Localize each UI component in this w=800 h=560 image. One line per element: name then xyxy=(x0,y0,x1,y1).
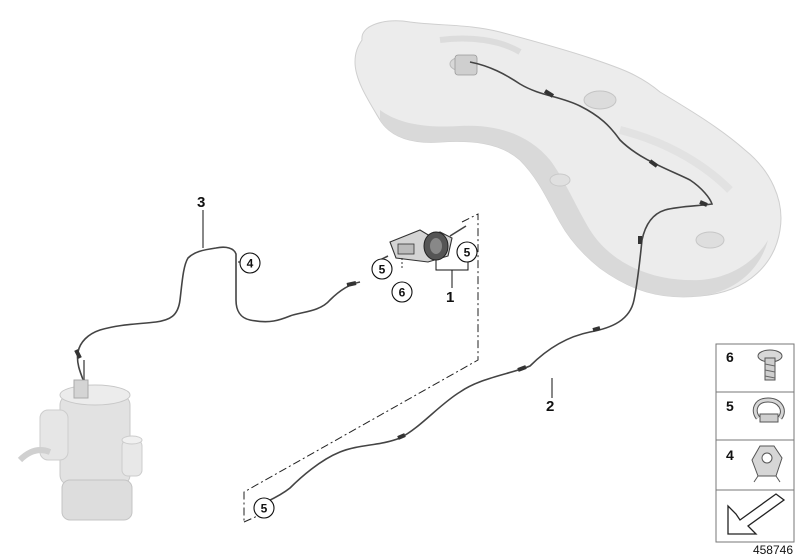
reference-lines xyxy=(243,213,479,523)
legend-number-4: 4 xyxy=(726,447,734,463)
direction-arrow-icon xyxy=(727,493,786,535)
circled-callout-4: 4 xyxy=(239,252,261,274)
pipe-clip-icon xyxy=(751,445,783,483)
fuel-tank-illustration xyxy=(354,20,782,298)
callout-part-3: 3 xyxy=(197,194,205,211)
circled-callout-4-label: 4 xyxy=(247,257,254,271)
parts-legend: 6 5 4 xyxy=(715,343,795,543)
circled-callout-5-lower-label: 5 xyxy=(261,502,268,516)
legend-row-4: 4 xyxy=(726,445,783,483)
fuel-line-2 xyxy=(261,61,714,505)
fuel-line-3-connectors xyxy=(74,281,357,359)
auxiliary-heater-illustration xyxy=(17,360,143,521)
circled-callout-5-bracket: 5 xyxy=(456,241,478,263)
legend-row-5: 5 xyxy=(726,397,785,423)
circled-callout-5-pipe-label: 5 xyxy=(379,263,386,277)
diagram-reference-number: 458746 xyxy=(753,543,793,557)
fuel-line-2-connectors xyxy=(397,89,708,440)
fuel-line-3 xyxy=(76,246,361,383)
leader-lines xyxy=(202,210,553,398)
legend-number-5: 5 xyxy=(726,398,734,414)
legend-number-6: 6 xyxy=(726,349,734,365)
callout-part-2: 2 xyxy=(546,398,554,415)
legend-row-6: 6 xyxy=(726,349,783,381)
circled-callout-5-pipe: 5 xyxy=(371,258,393,280)
circled-callout-6-label: 6 xyxy=(399,286,406,300)
hose-clamp-icon xyxy=(752,397,785,423)
callout-part-1: 1 xyxy=(446,289,454,306)
screw-icon xyxy=(757,349,783,381)
circled-callout-6: 6 xyxy=(391,281,413,303)
circled-callout-5-lower: 5 xyxy=(253,497,275,519)
circled-callout-5-bracket-label: 5 xyxy=(464,246,471,260)
